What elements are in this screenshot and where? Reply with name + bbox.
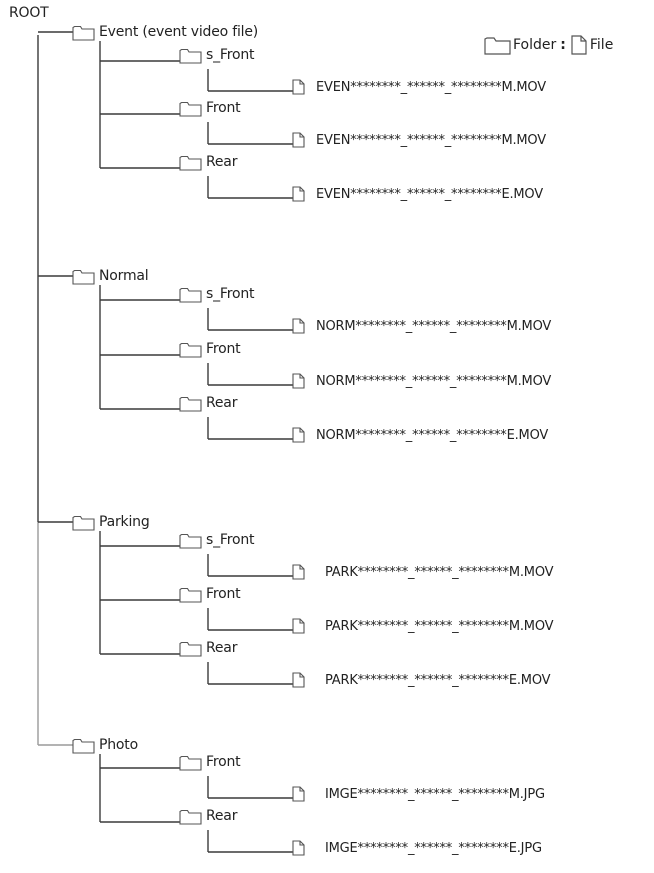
- subfolder-2-2-label: Rear: [206, 640, 238, 656]
- file-icon: [292, 132, 305, 148]
- subfolder-1-0-label: s_Front: [206, 286, 255, 302]
- file-2-2-label: PARK********_******_********E.MOV: [325, 672, 551, 688]
- top-folder-1: Normal: [72, 266, 149, 286]
- subfolder-1-2: Rear: [179, 393, 237, 413]
- folder-icon: [72, 268, 95, 285]
- file-0-2-label: EVEN********_******_********E.MOV: [316, 186, 543, 202]
- folder-icon: [179, 808, 202, 825]
- folder-icon: [179, 754, 202, 771]
- subfolder-0-2-label: Rear: [206, 154, 238, 170]
- file-1-1-label: NORM********_******_********M.MOV: [316, 373, 552, 389]
- folder-icon: [179, 341, 202, 358]
- file-icon: [292, 672, 305, 688]
- file-2-0: PARK********_******_********M.MOV: [292, 562, 554, 582]
- file-3-1: IMGE********_******_********E.JPG: [292, 838, 542, 858]
- file-3-0-label: IMGE********_******_********M.JPG: [325, 786, 545, 802]
- top-folder-3: Photo: [72, 735, 138, 755]
- subfolder-2-2: Rear: [179, 638, 237, 658]
- subfolder-1-0: s_Front: [179, 284, 255, 304]
- file-icon: [292, 840, 305, 856]
- folder-icon: [179, 532, 202, 549]
- subfolder-2-1-label: Front: [206, 586, 241, 602]
- top-folder-2: Parking: [72, 512, 150, 532]
- legend-separator: :: [560, 37, 566, 53]
- file-icon: [571, 35, 587, 55]
- file-3-0: IMGE********_******_********M.JPG: [292, 784, 545, 804]
- folder-icon: [179, 640, 202, 657]
- file-0-1: EVEN********_******_********M.MOV: [292, 130, 546, 150]
- top-folder-2-label: Parking: [99, 514, 150, 530]
- file-icon: [292, 427, 305, 443]
- subfolder-2-1: Front: [179, 584, 241, 604]
- file-2-0-label: PARK********_******_********M.MOV: [325, 564, 554, 580]
- subfolder-3-1: Rear: [179, 806, 237, 826]
- legend-folder-label: Folder: [513, 37, 557, 53]
- subfolder-0-2: Rear: [179, 152, 237, 172]
- file-0-0-label: EVEN********_******_********M.MOV: [316, 79, 546, 95]
- file-1-1: NORM********_******_********M.MOV: [292, 371, 551, 391]
- subfolder-0-0: s_Front: [179, 45, 255, 65]
- top-folder-1-label: Normal: [99, 268, 149, 284]
- top-folder-3-label: Photo: [99, 737, 138, 753]
- subfolder-2-0-label: s_Front: [206, 532, 255, 548]
- file-1-2-label: NORM********_******_********E.MOV: [316, 427, 549, 443]
- top-folder-0-label: Event (event video file): [99, 24, 259, 40]
- folder-icon: [179, 286, 202, 303]
- folder-icon: [72, 24, 95, 41]
- subfolder-3-0: Front: [179, 752, 241, 772]
- folder-icon: [179, 100, 202, 117]
- file-icon: [292, 186, 305, 202]
- file-2-2: PARK********_******_********E.MOV: [292, 670, 551, 690]
- folder-icon: [484, 35, 511, 55]
- file-icon: [292, 79, 305, 95]
- subfolder-3-1-label: Rear: [206, 808, 238, 824]
- subfolder-0-1: Front: [179, 98, 241, 118]
- file-0-2: EVEN********_******_********E.MOV: [292, 184, 543, 204]
- subfolder-1-2-label: Rear: [206, 395, 238, 411]
- file-1-0: NORM********_******_********M.MOV: [292, 316, 551, 336]
- file-icon: [292, 564, 305, 580]
- file-2-1: PARK********_******_********M.MOV: [292, 616, 554, 636]
- top-folder-0: Event (event video file): [72, 22, 258, 42]
- subfolder-2-0: s_Front: [179, 530, 255, 550]
- legend: Folder : File: [484, 33, 613, 57]
- subfolder-1-1-label: Front: [206, 341, 241, 357]
- file-icon: [292, 318, 305, 334]
- legend-file-label: File: [589, 37, 614, 53]
- folder-icon: [179, 586, 202, 603]
- file-icon: [292, 786, 305, 802]
- file-0-0: EVEN********_******_********M.MOV: [292, 77, 546, 97]
- root-label-text: ROOT: [9, 5, 49, 21]
- folder-icon: [179, 154, 202, 171]
- file-icon: [292, 373, 305, 389]
- folder-icon: [179, 47, 202, 64]
- file-1-0-label: NORM********_******_********M.MOV: [316, 318, 552, 334]
- file-0-1-label: EVEN********_******_********M.MOV: [316, 132, 546, 148]
- folder-icon: [179, 395, 202, 412]
- file-1-2: NORM********_******_********E.MOV: [292, 425, 548, 445]
- subfolder-0-1-label: Front: [206, 100, 241, 116]
- subfolder-3-0-label: Front: [206, 754, 241, 770]
- root-label: ROOT: [8, 3, 49, 23]
- folder-icon: [72, 514, 95, 531]
- file-icon: [292, 618, 305, 634]
- file-3-1-label: IMGE********_******_********E.JPG: [325, 840, 542, 856]
- subfolder-0-0-label: s_Front: [206, 47, 255, 63]
- folder-icon: [72, 737, 95, 754]
- file-2-1-label: PARK********_******_********M.MOV: [325, 618, 554, 634]
- subfolder-1-1: Front: [179, 339, 241, 359]
